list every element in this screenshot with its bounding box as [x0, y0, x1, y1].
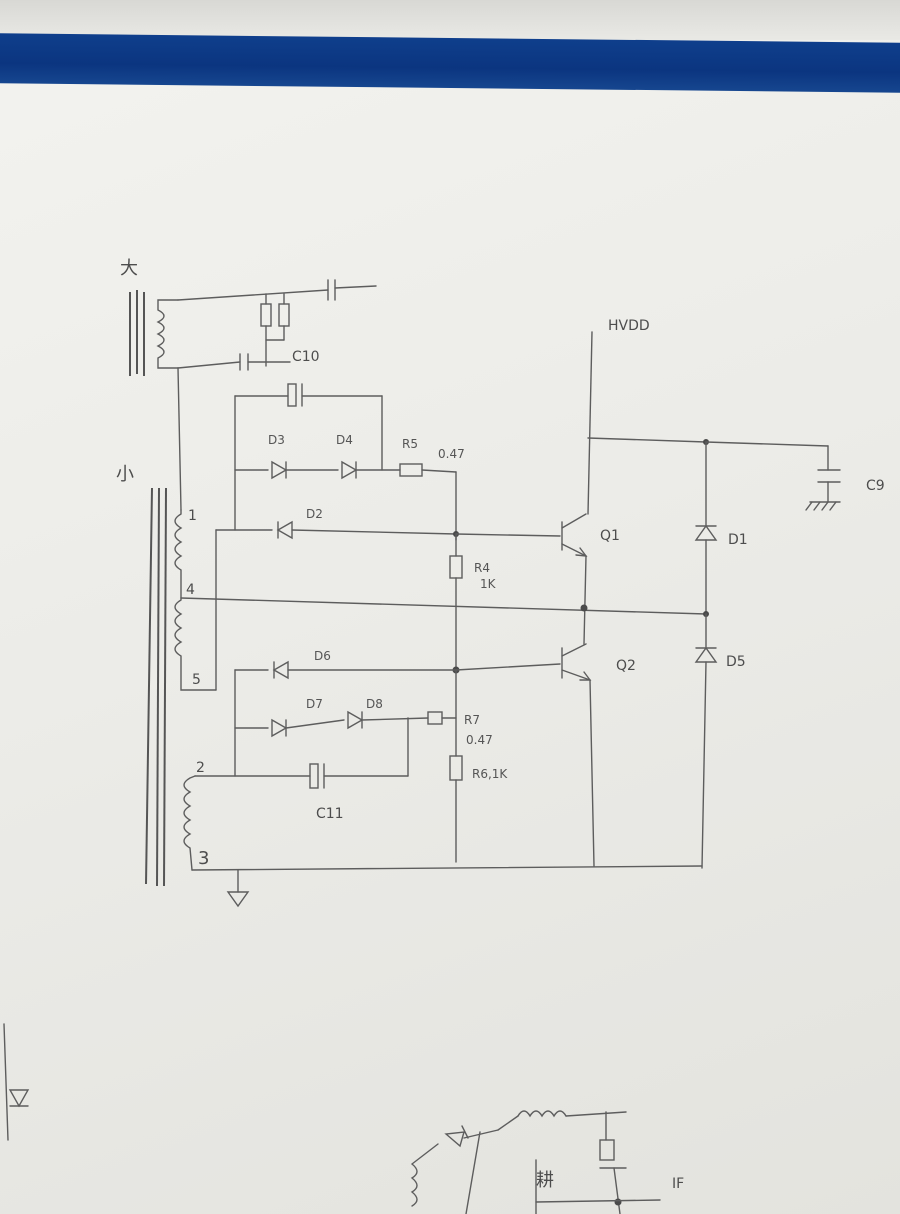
r5-value-label: 0.47 — [438, 447, 465, 461]
c9-label: C9 — [866, 478, 885, 494]
power-rail — [191, 331, 841, 908]
top-shadow — [0, 0, 900, 40]
r4-label: R4 — [474, 561, 490, 575]
d5-label: D5 — [726, 654, 746, 670]
r7-value-label: 0.47 — [466, 733, 493, 747]
d6-label: D6 — [314, 649, 331, 663]
core-small-label: 小 — [116, 464, 134, 485]
r7-label: R7 — [464, 713, 480, 727]
bias-resistor-column — [449, 531, 463, 863]
r6-label: R6,1K — [472, 767, 508, 781]
snubber-network-top — [177, 279, 377, 371]
q2-label: Q2 — [616, 658, 636, 674]
d2-label: D2 — [306, 507, 323, 521]
r5-label: R5 — [402, 437, 418, 451]
c10-label: C10 — [292, 349, 320, 365]
bottom-scribble-label: 耕 — [536, 1170, 554, 1191]
d4-label: D4 — [336, 433, 353, 447]
d3-label: D3 — [268, 433, 285, 447]
lower-drive-network — [194, 660, 457, 789]
q1-label: Q1 — [600, 528, 620, 544]
d1-label: D1 — [728, 532, 748, 548]
pin4-label: 4 — [186, 582, 195, 598]
feed-wire-left — [177, 367, 182, 511]
upper-drive-network — [215, 383, 457, 691]
q2-transistor — [455, 643, 592, 681]
pin1-label: 1 — [188, 508, 197, 524]
core-big-label: 大 — [120, 258, 138, 279]
c11-label: C11 — [316, 806, 344, 822]
pin2-label: 2 — [196, 760, 205, 776]
hvdd-label: HVDD — [608, 318, 650, 334]
pin5-label: 5 — [192, 672, 201, 688]
small-transformer — [145, 487, 217, 887]
d7-label: D7 — [306, 697, 323, 711]
pin3-label: 3 — [198, 848, 209, 869]
bottom-partial-circuit — [3, 1023, 661, 1214]
bottom-if-label: IF — [672, 1176, 684, 1192]
d8-label: D8 — [366, 697, 383, 711]
r4-value-label: 1K — [480, 577, 497, 591]
midpoint-wire — [180, 597, 707, 615]
q1-transistor — [455, 513, 588, 557]
big-transformer — [129, 290, 179, 376]
